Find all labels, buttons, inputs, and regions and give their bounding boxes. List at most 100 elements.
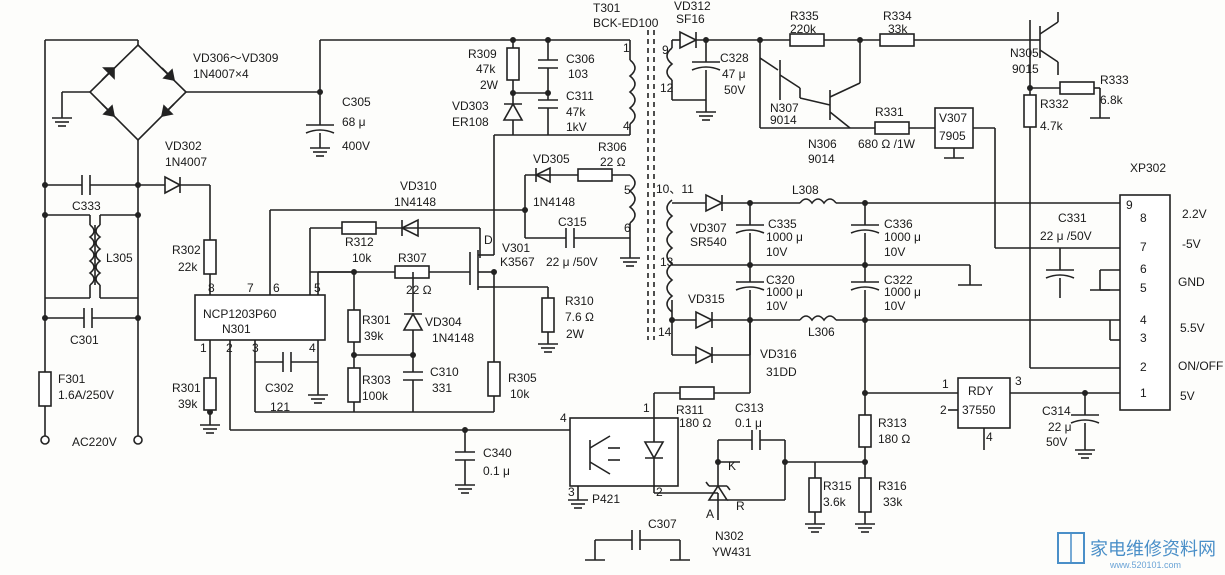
label-t-pin6: 6 bbox=[624, 221, 631, 235]
label-c313: C313 bbox=[735, 401, 764, 415]
label-rdy-pin3: 3 bbox=[1015, 374, 1022, 388]
label-t-pin1: 1 bbox=[623, 41, 630, 55]
label-mos-d: D bbox=[484, 233, 493, 247]
label-out-55v: 5.5V bbox=[1180, 321, 1205, 335]
label-pin4: 4 bbox=[309, 341, 316, 355]
label-n306-part: 9014 bbox=[808, 152, 835, 166]
label-r305: R305 bbox=[508, 371, 537, 385]
label-c314: C314 bbox=[1042, 404, 1071, 418]
aux-winding-circuit bbox=[269, 166, 640, 295]
watermark-text: 家电维修资料网 bbox=[1090, 539, 1216, 560]
gate-drive-circuit bbox=[309, 134, 558, 412]
label-c302-val: 121 bbox=[270, 400, 290, 414]
label-r306: R306 bbox=[598, 140, 627, 154]
label-r315: R315 bbox=[823, 479, 852, 493]
label-r307-val: 22 Ω bbox=[406, 283, 432, 297]
label-r311-val: 180 Ω bbox=[679, 416, 711, 430]
label-c328-val1: 47 μ bbox=[722, 67, 746, 81]
label-c335-val1: 1000 μ bbox=[766, 230, 803, 244]
label-vd305-part: 1N4148 bbox=[533, 195, 575, 209]
label-opto-pin2: 2 bbox=[656, 485, 663, 499]
label-l308: L308 bbox=[792, 183, 819, 197]
c305-capacitor bbox=[305, 39, 630, 157]
label-vd310: VD310 bbox=[400, 179, 437, 193]
label-c311-val2: 1kV bbox=[566, 120, 587, 134]
secondary-standby-circuit bbox=[671, 12, 1120, 369]
label-c311: C311 bbox=[566, 89, 594, 103]
snubber-network bbox=[502, 40, 630, 136]
label-xp-2: 2 bbox=[1140, 360, 1147, 374]
label-c328: C328 bbox=[720, 51, 749, 65]
label-vd312-part: SF16 bbox=[676, 12, 705, 26]
label-c320-val1: 1000 μ bbox=[766, 285, 803, 299]
label-r310-val1: 7.6 Ω bbox=[565, 310, 594, 324]
label-n302: N302 bbox=[715, 529, 744, 543]
label-n306: N306 bbox=[808, 137, 837, 151]
label-c315: C315 bbox=[558, 215, 587, 229]
label-r334: R334 bbox=[883, 9, 912, 23]
label-c320: C320 bbox=[766, 273, 795, 287]
label-out-gnd: GND bbox=[1178, 275, 1205, 289]
label-c305-val2: 400V bbox=[342, 139, 370, 153]
label-pin7: 7 bbox=[247, 281, 254, 295]
label-r305-val: 10k bbox=[510, 387, 530, 401]
label-c306-val: 103 bbox=[568, 67, 588, 81]
label-rdy-part: 37550 bbox=[962, 403, 996, 417]
label-s-pin14: 14 bbox=[658, 325, 672, 339]
label-xp-1: 1 bbox=[1140, 386, 1147, 400]
feedback-regulator bbox=[705, 393, 875, 533]
c307-capacitor bbox=[585, 530, 690, 561]
label-pin6: 6 bbox=[273, 281, 280, 295]
label-vd303-part: ER108 bbox=[452, 115, 489, 129]
label-r301a-val: 39k bbox=[178, 397, 198, 411]
label-vd305: VD305 bbox=[533, 152, 570, 166]
c340-capacitor bbox=[455, 430, 475, 494]
label-r309-val2: 2W bbox=[480, 78, 499, 92]
label-xp-4: 4 bbox=[1140, 313, 1147, 327]
label-n307-part: 9014 bbox=[770, 113, 797, 127]
label-r306-val: 22 Ω bbox=[600, 155, 626, 169]
label-r334-val: 33k bbox=[888, 22, 908, 36]
label-r333-val: 6.8k bbox=[1100, 93, 1124, 107]
label-p421: P421 bbox=[592, 492, 620, 506]
label-tl-a: A bbox=[706, 507, 714, 521]
label-c310-val: 331 bbox=[432, 381, 452, 395]
label-c322: C322 bbox=[884, 273, 913, 287]
label-vd306-309: VD306～VD309 bbox=[193, 51, 279, 65]
label-xp-7: 7 bbox=[1140, 240, 1147, 254]
label-vd302: VD302 bbox=[165, 139, 202, 153]
bridge-rectifier bbox=[88, 43, 188, 142]
label-ic-name: NCP1203P60 bbox=[203, 307, 277, 321]
label-vd310-part: 1N4148 bbox=[394, 195, 436, 209]
label-ac220v: AC220V bbox=[72, 435, 117, 449]
label-c315-val: 22 μ /50V bbox=[546, 255, 598, 269]
label-v307-part: 7905 bbox=[939, 129, 966, 143]
label-xp-3: 3 bbox=[1140, 331, 1147, 345]
connector-xp302 bbox=[1119, 194, 1171, 411]
label-l306: L306 bbox=[808, 325, 835, 339]
label-n305-part: 9015 bbox=[1012, 62, 1039, 76]
label-out-m5v: -5V bbox=[1182, 237, 1201, 251]
label-r311: R311 bbox=[676, 403, 704, 417]
label-c307: C307 bbox=[648, 517, 677, 531]
label-r303: R303 bbox=[362, 373, 391, 387]
label-out-5v: 5V bbox=[1180, 389, 1195, 403]
label-c335: C335 bbox=[768, 217, 797, 231]
ac-input-wiring bbox=[38, 39, 320, 445]
label-r307: R307 bbox=[398, 251, 427, 265]
label-v301: V301 bbox=[502, 241, 530, 255]
label-r309: R309 bbox=[468, 47, 497, 61]
label-vd304: VD304 bbox=[425, 315, 462, 329]
label-c311-val1: 47k bbox=[566, 105, 586, 119]
label-r302-val: 22k bbox=[178, 260, 198, 274]
label-r331: R331 bbox=[875, 105, 904, 119]
label-r316: R316 bbox=[878, 479, 907, 493]
label-xp-6: 6 bbox=[1140, 262, 1147, 276]
label-out-onoff: ON/OFF bbox=[1178, 359, 1223, 373]
label-vd316: VD316 bbox=[760, 347, 797, 361]
label-l305: L305 bbox=[106, 251, 133, 265]
label-c314-val2: 50V bbox=[1046, 435, 1067, 449]
junction-dots bbox=[42, 37, 1088, 465]
